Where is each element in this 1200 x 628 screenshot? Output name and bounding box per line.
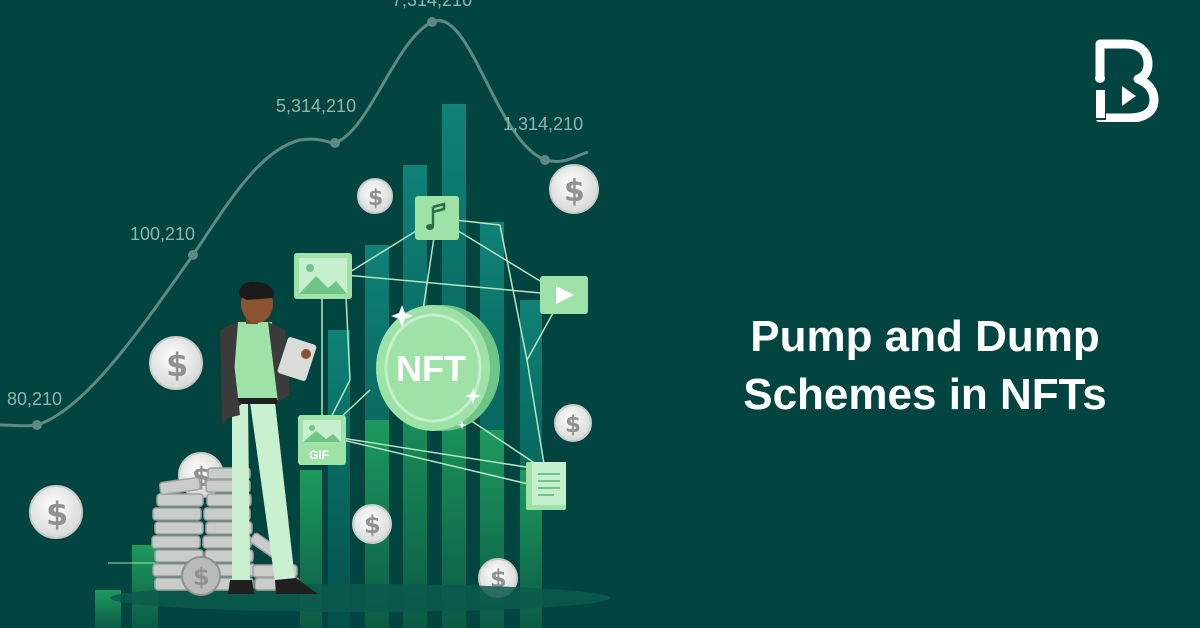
svg-text:$: $ (46, 495, 68, 533)
svg-text:$: $ (564, 174, 585, 209)
headline-line-2: Schemes in NFTs (743, 370, 1107, 419)
tablet-icon (277, 337, 317, 381)
svg-text:$: $ (193, 563, 210, 591)
sparkle-icon (465, 388, 481, 404)
svg-text:$: $ (368, 186, 383, 211)
video-card (540, 276, 588, 314)
document-icon (538, 473, 560, 496)
price-label: 100,210 (130, 224, 195, 244)
svg-text:$: $ (166, 346, 188, 384)
dollar-coin-icon: $ (554, 404, 592, 442)
price-point (32, 420, 42, 430)
price-line-group: 80,210 100,210 5,314,210 7,314,210 1,314… (0, 0, 589, 430)
price-line (0, 19, 589, 428)
price-label: 1,314,210 (503, 114, 583, 134)
dollar-coin-icon: $ (352, 504, 392, 544)
image-icon (299, 264, 347, 294)
headline-line-1: Pump and Dump (750, 312, 1100, 361)
dollar-coin-icon: $ (29, 485, 83, 539)
svg-text:$: $ (490, 565, 507, 593)
person (220, 281, 318, 594)
headline: Pump and Dump Schemes in NFTs (700, 308, 1150, 424)
dollar-coin-icon: $ (549, 164, 599, 214)
price-point (188, 250, 198, 260)
chart-bar (132, 545, 158, 628)
nft-label: NFT (396, 348, 466, 389)
price-label: 7,314,210 (392, 0, 472, 10)
document-card (526, 462, 566, 510)
chart-bar (328, 330, 350, 628)
price-label: 5,314,210 (276, 96, 356, 116)
price-point (540, 155, 550, 165)
price-point (427, 17, 437, 27)
gif-card: GIF (298, 415, 346, 465)
svg-text:$: $ (364, 511, 381, 539)
svg-text:$: $ (565, 412, 581, 438)
price-label: 80,210 (7, 389, 62, 409)
dollar-coin-icon: $ (357, 178, 393, 214)
play-icon (556, 286, 574, 304)
brand-b-logo-icon[interactable] (1090, 38, 1160, 122)
image-card (294, 253, 352, 299)
nft-coin: NFT (376, 305, 500, 431)
gif-label: GIF (309, 448, 329, 462)
image-icon (303, 425, 341, 442)
music-note-icon (426, 202, 446, 230)
dollar-coin-icon: $ (149, 336, 203, 390)
music-card (415, 196, 459, 240)
dollar-coin-icon: $ (181, 556, 221, 596)
price-point (330, 138, 340, 148)
sparkle-icon (457, 420, 467, 430)
sparkle-icon (391, 305, 413, 327)
